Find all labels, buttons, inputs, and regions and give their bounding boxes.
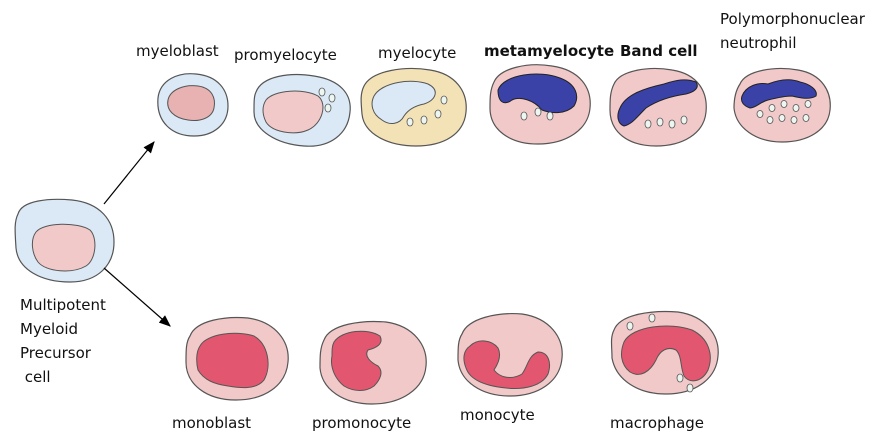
macrophage-cell (612, 312, 719, 394)
precursor-label-line-3: Precursor (20, 344, 91, 362)
promyelocyte-label: promyelocyte (234, 46, 337, 64)
arrow-to-monocytes (104, 268, 170, 326)
precursor-label-line-4: cell (20, 368, 51, 386)
promonocyte-cell (320, 322, 426, 404)
monoblast-cell (186, 318, 288, 400)
neutrophil-label-line-1: Polymorphonuclear (720, 10, 865, 28)
macrophage-label: macrophage (610, 414, 704, 432)
band-cell-label: Band cell (620, 42, 698, 60)
promyelocyte-cell (254, 75, 350, 147)
myelocyte-label: myelocyte (378, 44, 456, 62)
monocyte-cell (458, 314, 562, 396)
myeloblast-label: myeloblast (136, 42, 219, 60)
metamyelocyte-label: metamyelocyte (484, 42, 614, 60)
monocyte-label: monocyte (460, 406, 535, 424)
precursor-cell (15, 199, 114, 282)
monoblast-label: monoblast (172, 414, 251, 432)
promonocyte-label: promonocyte (312, 414, 411, 432)
neutrophil-cell (734, 69, 830, 142)
myelocyte-cell (361, 69, 466, 146)
precursor-label-line-2: Myeloid (20, 320, 78, 338)
myeloblast-cell (158, 74, 228, 136)
arrow-to-granulocytes (104, 142, 154, 204)
metamyelocyte-cell (490, 65, 590, 144)
band-cell (610, 69, 706, 146)
neutrophil-label-line-2: neutrophil (720, 34, 797, 52)
precursor-label-line-1: Multipotent (20, 296, 106, 314)
